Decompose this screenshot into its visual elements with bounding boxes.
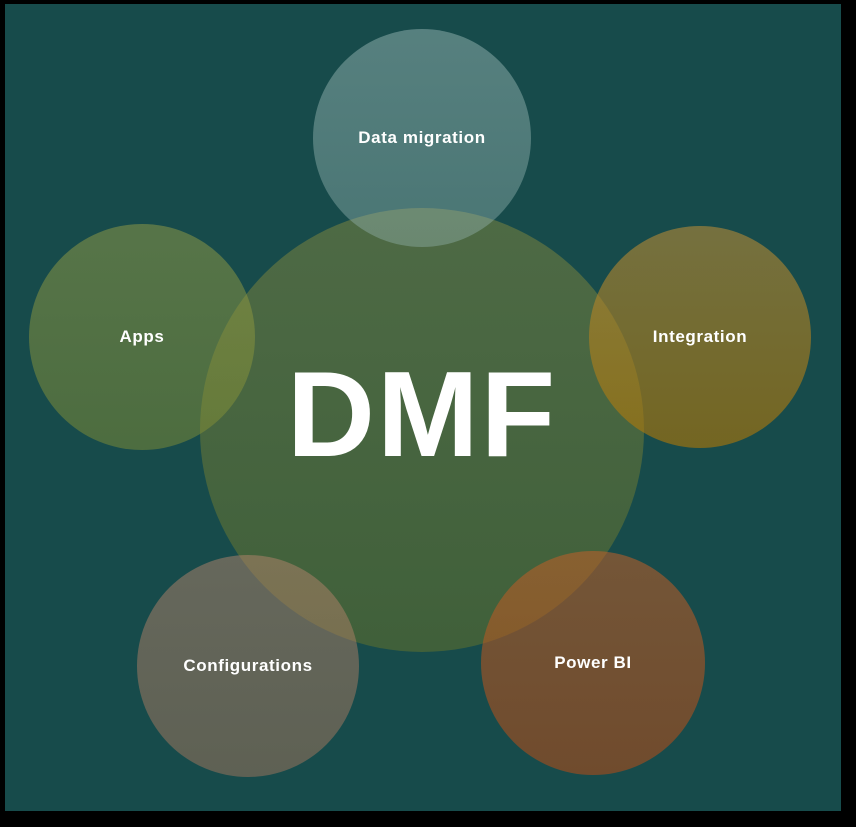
configurations-label: Configurations: [183, 656, 313, 675]
circle-power-bi: Power BI: [481, 551, 705, 775]
data-migration-label: Data migration: [358, 128, 486, 147]
circle-apps: Apps: [29, 224, 255, 450]
apps-label: Apps: [119, 327, 165, 346]
diagram-canvas: DMF Data migration Apps Integration Conf…: [5, 4, 841, 811]
circle-data-migration: Data migration: [313, 29, 531, 247]
power-bi-label: Power BI: [554, 653, 632, 672]
circle-configurations: Configurations: [137, 555, 359, 777]
integration-label: Integration: [652, 327, 748, 346]
circle-integration: Integration: [589, 226, 811, 448]
dmf-label: DMF: [286, 346, 558, 482]
